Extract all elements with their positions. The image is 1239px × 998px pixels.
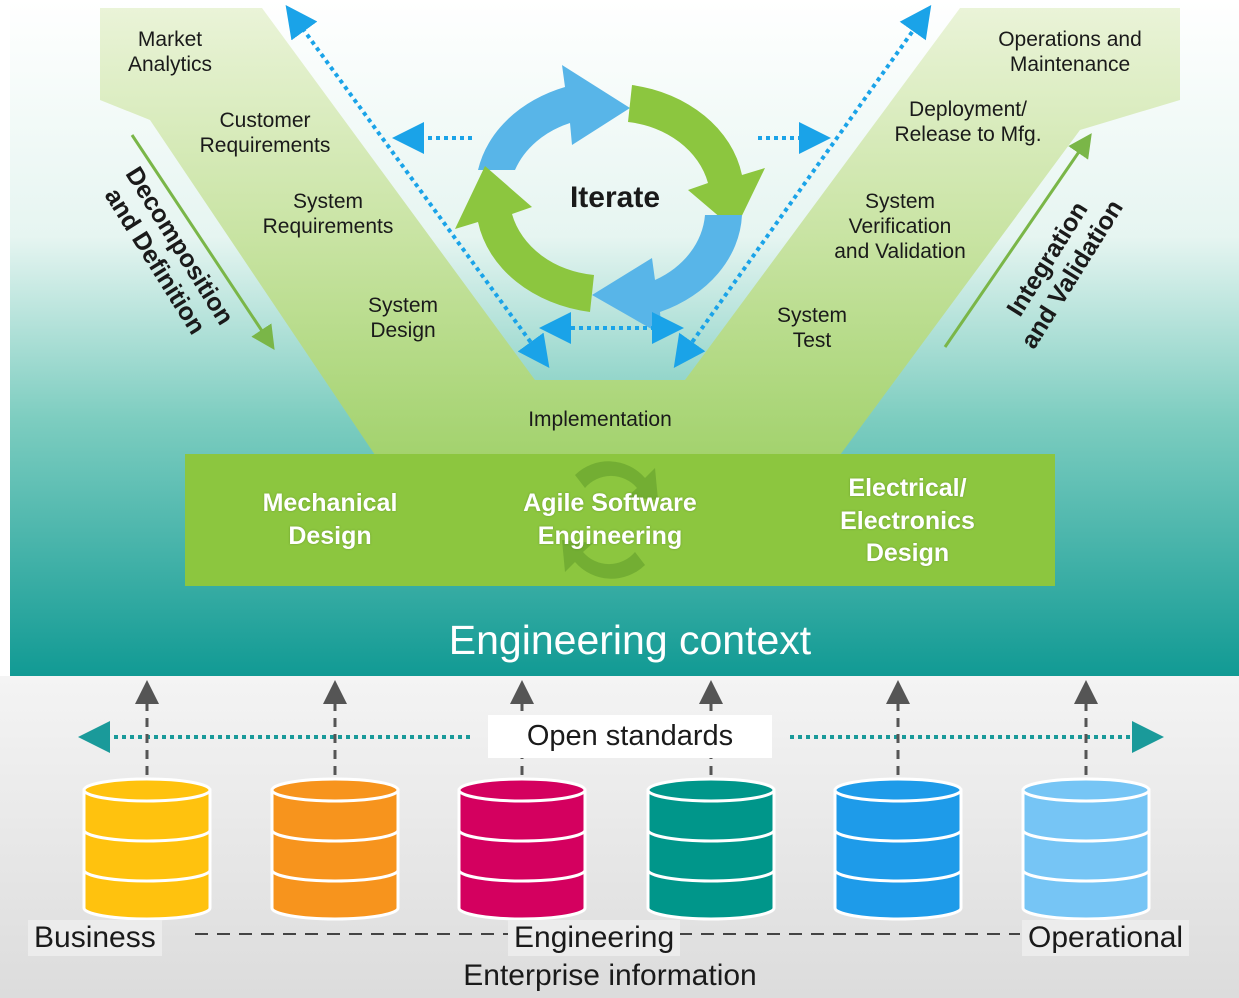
stage-customer-requirements: Customer Requirements — [199, 109, 331, 158]
iterate-label: Iterate — [569, 181, 661, 214]
operational-engineering-database — [833, 777, 963, 921]
stage-system-design: System Design — [367, 294, 438, 343]
right-diagonal-arrow — [673, 4, 932, 369]
recycle-icon — [562, 461, 658, 579]
operational-label: Operational — [1022, 920, 1190, 956]
stage-deployment-release: Deployment/ Release to Mfg. — [894, 98, 1042, 147]
stage-market-analytics: Market Analytics — [127, 28, 213, 77]
engineering-label: Engineering — [508, 920, 681, 956]
business-label: Business — [28, 920, 162, 956]
enterprise-information-label: Enterprise information — [463, 959, 757, 992]
stage-system-verification-validation: System Verification and Validation — [834, 190, 966, 264]
stage-system-test: System Test — [776, 304, 847, 353]
operational-database — [1021, 777, 1151, 921]
business-engineering-database — [270, 777, 400, 921]
business-database — [82, 777, 212, 921]
engineering-database-magenta — [457, 777, 587, 921]
integration-arrow — [943, 133, 1092, 348]
decomposition-arrow — [130, 134, 275, 350]
engineering-database-teal — [646, 777, 776, 921]
open-standards-label: Open standards — [488, 715, 772, 758]
left-diagonal-arrow — [285, 5, 550, 368]
engineering-context-label: Engineering context — [448, 617, 812, 663]
mechanical-design-label: Mechanical Design — [262, 489, 398, 550]
agile-software-engineering-label: Agile Software Engineering — [523, 489, 697, 550]
stage-operations-maintenance: Operations and Maintenance — [998, 28, 1142, 77]
databases — [82, 777, 1151, 921]
stage-system-requirements: System Requirements — [262, 190, 394, 239]
stage-implementation: Implementation — [528, 408, 672, 431]
electrical-electronics-design-label: Electrical/ Electronics Design — [840, 474, 975, 567]
